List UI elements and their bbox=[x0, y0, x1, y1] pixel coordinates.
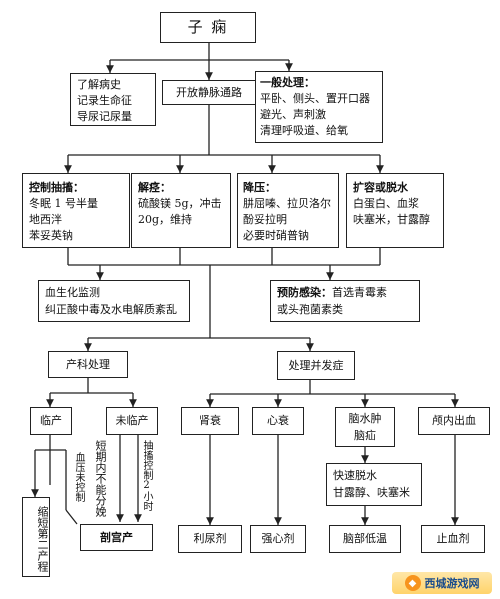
volume-box: 扩容或脱水 白蛋白、血浆 呋塞米，甘露醇 bbox=[346, 173, 444, 248]
bp-line: 肼屈嗪、拉贝洛尔 bbox=[243, 197, 331, 210]
watermark-text: 西城游戏网 bbox=[424, 577, 480, 590]
intracranial-hemorrhage-text: 颅内出血 bbox=[432, 414, 476, 427]
convulsion-control-box: 控制抽搐： 冬眠 1 号半量 地西泮 苯妥英钠 bbox=[22, 173, 130, 248]
brain-hypothermia-box: 脑部低温 bbox=[329, 525, 401, 553]
bp-line: 必要时硝普钠 bbox=[243, 229, 309, 242]
convulsion-line: 苯妥英钠 bbox=[29, 229, 73, 242]
diuretic-text: 利尿剂 bbox=[193, 532, 227, 545]
cesarean-box: 剖宫产 bbox=[80, 524, 153, 551]
cesarean-text: 剖宫产 bbox=[100, 531, 133, 544]
labor-text: 临产 bbox=[40, 414, 62, 427]
not-labor-text: 未临产 bbox=[115, 414, 149, 427]
volume-line: 呋塞米，甘露醇 bbox=[353, 213, 430, 226]
history-line: 了解病史 bbox=[77, 78, 121, 91]
biochem-line: 纠正酸中毒及水电解质紊乱 bbox=[45, 303, 177, 316]
biochem-box: 血生化监测 纠正酸中毒及水电解质紊乱 bbox=[38, 280, 190, 322]
watermark-logo-icon: ◆ bbox=[404, 575, 421, 591]
seizure-controlled-label: 抽搐控制2小时 bbox=[141, 440, 152, 511]
general-care-line: 平卧、侧头、置开口器 bbox=[260, 92, 370, 105]
iv-access-text: 开放静脉通路 bbox=[176, 86, 242, 99]
heart-failure-text: 心衰 bbox=[267, 414, 289, 427]
volume-line: 白蛋白、血浆 bbox=[353, 197, 419, 210]
dehydration-box: 快速脱水 甘露醇、呋塞米 bbox=[326, 463, 422, 506]
general-care-heading: 一般处理： bbox=[260, 76, 315, 89]
not-labor-box: 未临产 bbox=[106, 407, 158, 435]
bp-heading: 降压： bbox=[243, 181, 276, 194]
intracranial-hemorrhage-box: 颅内出血 bbox=[418, 407, 490, 435]
obstetric-box: 产科处理 bbox=[48, 351, 128, 378]
brain-hypothermia-text: 脑部低温 bbox=[343, 532, 387, 545]
complication-text: 处理并发症 bbox=[288, 359, 344, 372]
convulsion-line: 地西泮 bbox=[29, 213, 62, 226]
title-box: 子 痫 bbox=[160, 12, 256, 43]
heart-failure-box: 心衰 bbox=[252, 407, 304, 435]
cardiotonic-box: 强心剂 bbox=[250, 525, 306, 553]
labor-box: 临产 bbox=[30, 407, 72, 435]
hemostatic-box: 止血剂 bbox=[421, 525, 485, 553]
cerebral-hernia-text: 脑疝 bbox=[354, 429, 376, 442]
bp-lowering-box: 降压： 肼屈嗪、拉贝洛尔 酚妥拉明 必要时硝普钠 bbox=[237, 173, 339, 248]
general-care-line: 避光、声刺激 bbox=[260, 108, 326, 121]
shorten-labor-box: 缩短第二产程 bbox=[22, 497, 50, 577]
cannot-deliver-label: 短期内不能分娩 bbox=[94, 440, 107, 517]
renal-failure-box: 肾衰 bbox=[181, 407, 239, 435]
convulsion-heading: 控制抽搐： bbox=[29, 181, 84, 194]
diuretic-box: 利尿剂 bbox=[178, 525, 242, 553]
general-care-line: 清理呼吸道、给氧 bbox=[260, 124, 348, 137]
history-box: 了解病史 记录生命征 导尿记尿量 bbox=[70, 73, 156, 126]
antispasm-box: 解痉： 硫酸镁 5g，冲击 20g，维持 bbox=[131, 173, 231, 248]
biochem-line: 血生化监测 bbox=[45, 286, 100, 299]
obstetric-text: 产科处理 bbox=[66, 358, 110, 371]
dehydration-line: 甘露醇、呋塞米 bbox=[333, 486, 410, 499]
history-line: 记录生命征 bbox=[77, 94, 132, 107]
watermark-badge: ◆ 西城游戏网 bbox=[392, 572, 492, 594]
cardiotonic-text: 强心剂 bbox=[261, 532, 295, 545]
infection-prevention-box: 预防感染：首选青霉素 或头孢菌素类 bbox=[270, 280, 420, 322]
iv-access-box: 开放静脉通路 bbox=[162, 80, 256, 105]
infection-line-1: 预防感染：首选青霉素 bbox=[277, 286, 387, 299]
dehydration-line: 快速脱水 bbox=[333, 469, 377, 482]
renal-failure-text: 肾衰 bbox=[199, 414, 221, 427]
complication-box: 处理并发症 bbox=[277, 351, 355, 380]
bp-uncontrolled-label: 血压未控制 bbox=[73, 452, 84, 502]
cerebral-edema-box: 脑水肿 脑疝 bbox=[335, 407, 395, 447]
convulsion-line: 冬眠 1 号半量 bbox=[29, 197, 98, 210]
volume-heading: 扩容或脱水 bbox=[353, 181, 408, 194]
history-line: 导尿记尿量 bbox=[77, 110, 132, 123]
antispasm-line-2: 硫酸镁 5g，冲击 bbox=[138, 197, 222, 210]
general-care-box: 一般处理： 平卧、侧头、置开口器 避光、声刺激 清理呼吸道、给氧 bbox=[255, 71, 383, 143]
antispasm-line-1: 解痉： bbox=[138, 181, 171, 194]
hemostatic-text: 止血剂 bbox=[436, 532, 470, 545]
cerebral-edema-text: 脑水肿 bbox=[348, 412, 382, 425]
shorten-labor-text: 缩短第二产程 bbox=[36, 506, 49, 572]
title-text: 子 痫 bbox=[187, 18, 229, 36]
antispasm-line-3: 20g，维持 bbox=[138, 213, 193, 226]
infection-line-2: 或头孢菌素类 bbox=[277, 303, 343, 316]
bp-line: 酚妥拉明 bbox=[243, 213, 287, 226]
